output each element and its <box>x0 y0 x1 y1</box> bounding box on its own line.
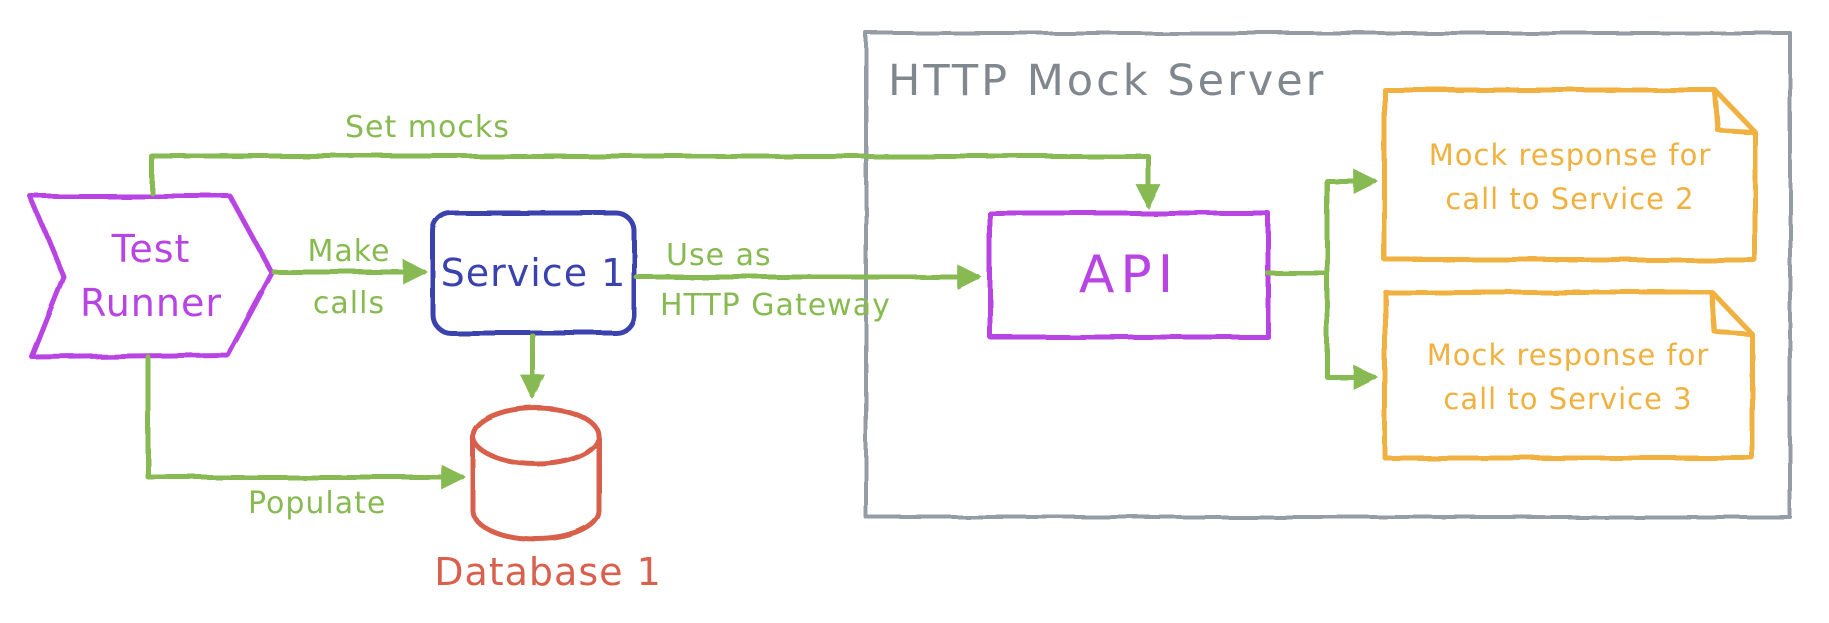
test-runner-label-line2: Runner <box>80 281 222 325</box>
mock-response-3-line2: call to Service 3 <box>1443 382 1693 416</box>
populate-edge-label: Populate <box>248 486 387 521</box>
mock-response-2-label: Mock response for call to Service 2 <box>1390 98 1750 256</box>
edge-api-to-mock-response-3 <box>1324 270 1379 390</box>
mock-response-2-line2: call to Service 2 <box>1445 182 1695 216</box>
test-runner-label-line1: Test <box>111 227 191 271</box>
mock-response-3-line1: Mock response for <box>1426 338 1710 372</box>
set-mocks-edge-label: Set mocks <box>345 110 510 145</box>
api-label: API <box>990 213 1268 337</box>
use-as-edge-label-line1: Use as <box>666 238 772 273</box>
make-calls-edge-label: Make calls <box>288 226 410 330</box>
mock-response-2-line1: Mock response for <box>1428 138 1712 172</box>
database-1-cylinder-top <box>470 405 602 467</box>
http-mock-server-title: HTTP Mock Server <box>888 56 1327 106</box>
test-runner-label: Test Runner <box>58 222 244 330</box>
edge-populate <box>145 354 467 490</box>
mock-response-3-label: Mock response for call to Service 3 <box>1390 300 1746 454</box>
database-1-label: Database 1 <box>434 550 662 594</box>
api-label-text: API <box>1078 245 1180 305</box>
make-calls-line1: Make <box>307 234 391 269</box>
database-1-cylinder-body <box>470 433 602 542</box>
service-1-label-text: Service 1 <box>440 251 627 295</box>
edge-set-mocks <box>149 153 1161 210</box>
edge-api-to-mock-response-2 <box>1324 168 1379 276</box>
use-as-edge-label-line2: HTTP Gateway <box>660 288 891 323</box>
make-calls-line2: calls <box>312 286 386 321</box>
service-1-label: Service 1 <box>433 213 634 333</box>
